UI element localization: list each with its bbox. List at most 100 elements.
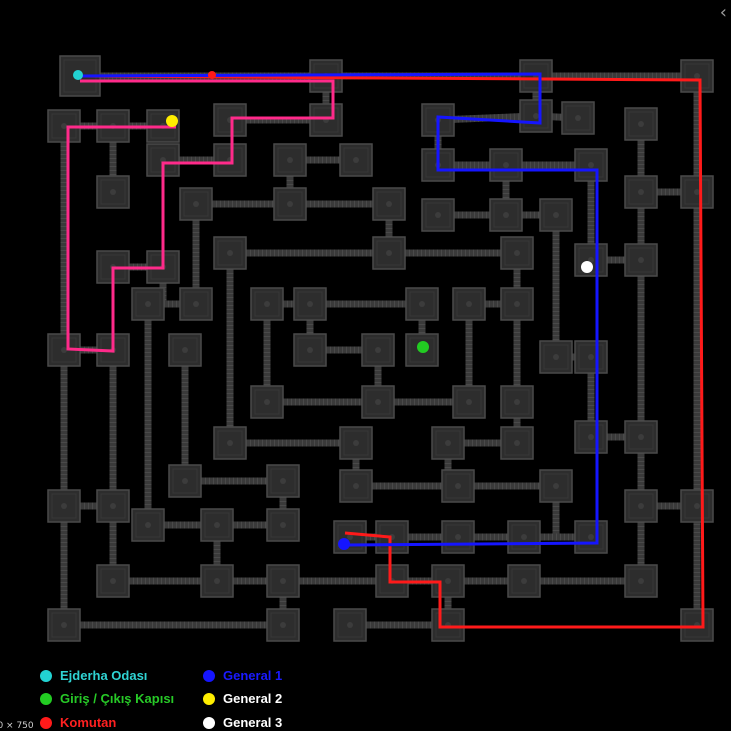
room	[500, 426, 534, 460]
room-inner	[543, 344, 569, 370]
room-center	[638, 121, 644, 127]
room	[624, 489, 658, 523]
room-center	[347, 622, 353, 628]
room	[561, 101, 595, 135]
room-center	[638, 189, 644, 195]
room-inner	[425, 202, 451, 228]
room-center	[514, 301, 520, 307]
room-inner	[337, 524, 363, 550]
room	[431, 608, 465, 642]
room-center	[307, 301, 313, 307]
room-center	[353, 157, 359, 163]
room-center	[353, 483, 359, 489]
room-inner	[628, 111, 654, 137]
room-inner	[578, 152, 604, 178]
size-label: 750 × 750	[0, 721, 34, 731]
room-inner	[217, 107, 243, 133]
room-center	[193, 301, 199, 307]
general3-dot-icon	[203, 716, 215, 729]
dragon-room-marker	[73, 70, 83, 80]
room-center	[588, 434, 594, 440]
room-center	[110, 503, 116, 509]
room-center	[287, 201, 293, 207]
legend-label: General 1	[223, 668, 283, 683]
room-inner	[511, 568, 537, 594]
room-center	[694, 189, 700, 195]
room	[96, 489, 130, 523]
room-inner	[523, 63, 549, 89]
room-center	[227, 250, 233, 256]
room-center	[553, 483, 559, 489]
room	[372, 236, 406, 270]
room-inner	[135, 291, 161, 317]
room-inner	[337, 612, 363, 638]
commander-marker	[208, 71, 216, 79]
room-inner	[343, 430, 369, 456]
room-inner	[543, 202, 569, 228]
room-inner	[172, 468, 198, 494]
chevron-left-icon[interactable]: ‹	[719, 2, 727, 23]
room-inner	[376, 191, 402, 217]
room-inner	[684, 63, 710, 89]
room-center	[588, 162, 594, 168]
room-inner	[578, 344, 604, 370]
room-center	[182, 347, 188, 353]
room-center	[445, 578, 451, 584]
room-center	[553, 212, 559, 218]
room-inner	[100, 568, 126, 594]
room-inner	[135, 512, 161, 538]
room-center	[110, 189, 116, 195]
dragon-room-dot-icon	[40, 669, 52, 682]
room-center	[61, 123, 67, 129]
room-inner	[217, 147, 243, 173]
room-inner	[217, 430, 243, 456]
room-inner	[277, 147, 303, 173]
room-inner	[445, 473, 471, 499]
room-center	[419, 301, 425, 307]
room-center	[588, 534, 594, 540]
legend-general3: General 3	[203, 715, 282, 730]
room-inner	[409, 291, 435, 317]
room-inner	[456, 291, 482, 317]
general3-marker	[581, 261, 593, 273]
general1-path	[79, 72, 599, 547]
room-center	[575, 115, 581, 121]
room-inner	[578, 524, 604, 550]
room-center	[514, 399, 520, 405]
room-inner	[270, 612, 296, 638]
room-center	[638, 503, 644, 509]
room	[500, 236, 534, 270]
room-inner	[172, 337, 198, 363]
room-inner	[628, 247, 654, 273]
room-center	[145, 301, 151, 307]
room-center	[455, 534, 461, 540]
legend: Ejderha Odası Giriş / Çıkış Kapısı Komut…	[0, 660, 731, 731]
general2-path	[66, 79, 335, 353]
room-center	[287, 157, 293, 163]
room-inner	[270, 568, 296, 594]
room-inner	[493, 202, 519, 228]
room-inner	[435, 430, 461, 456]
general2-marker	[166, 115, 178, 127]
legend-label: Komutan	[60, 715, 117, 730]
room-center	[227, 440, 233, 446]
legend-dragon: Ejderha Odası	[40, 668, 147, 683]
room-inner	[504, 389, 530, 415]
general1-marker	[338, 538, 350, 550]
room-center	[264, 399, 270, 405]
room-inner	[511, 524, 537, 550]
room-center	[61, 622, 67, 628]
legend-commander: Komutan	[40, 715, 116, 730]
room-inner	[684, 493, 710, 519]
room-center	[307, 347, 313, 353]
room-center	[353, 440, 359, 446]
room-inner	[51, 493, 77, 519]
legend-label: General 3	[223, 715, 283, 730]
room-center	[435, 212, 441, 218]
room-inner	[456, 389, 482, 415]
room-inner	[365, 337, 391, 363]
room-center	[145, 522, 151, 528]
room-inner	[100, 493, 126, 519]
gate-marker	[417, 341, 429, 353]
